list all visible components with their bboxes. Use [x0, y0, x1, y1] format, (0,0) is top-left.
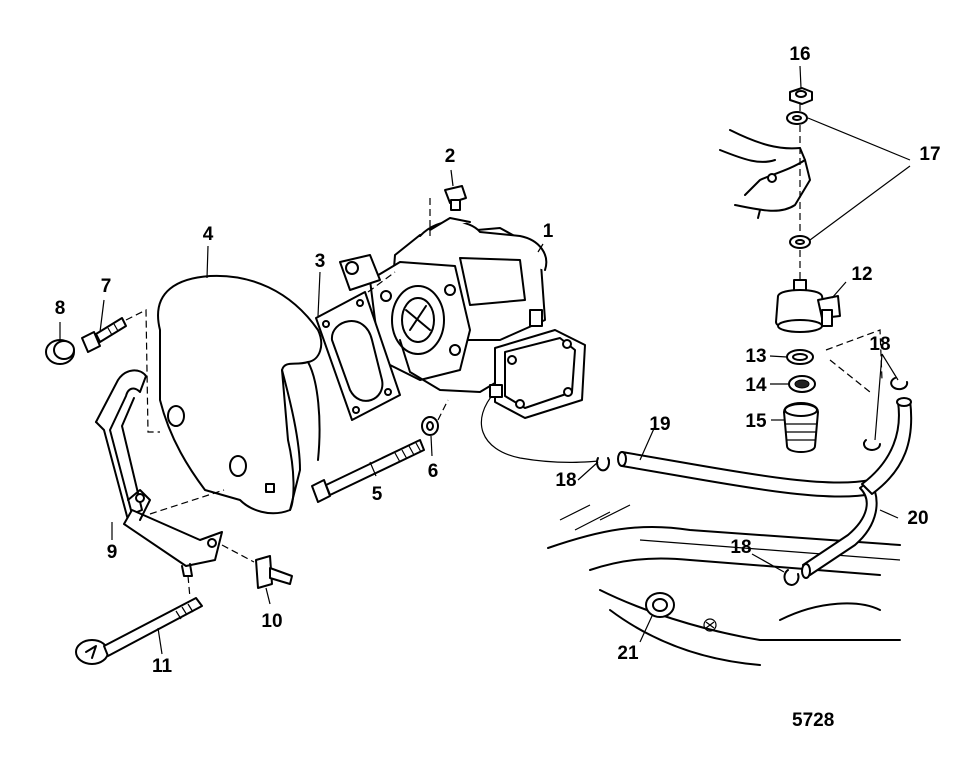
- carburetor-part-1: [339, 217, 548, 393]
- gasket-part-3: [315, 291, 401, 421]
- callout-12: 12: [851, 264, 872, 285]
- washer-part-17: [786, 111, 811, 249]
- screw-part-7: [81, 317, 127, 353]
- grommet-part-21: [645, 592, 717, 632]
- callout-11: 11: [152, 656, 173, 677]
- callout-21: 21: [617, 643, 639, 664]
- callout-17: 17: [919, 144, 940, 165]
- callout-1: 1: [543, 221, 554, 242]
- o-ring-part-13: [786, 349, 814, 365]
- callout-20: 20: [907, 508, 928, 529]
- nut-part-16: [789, 87, 813, 105]
- bolt-part-11: [75, 597, 203, 665]
- callout-labels: 1 2 3 4 5 6 7 8 9 10 11 12 13 14 15 16 1…: [55, 44, 941, 677]
- callout-18-filter-hose: 18: [869, 334, 890, 355]
- callout-10: 10: [261, 611, 282, 632]
- pin-part-10: [255, 555, 293, 589]
- figure-number: 5728: [792, 710, 834, 731]
- fuel-pump: [489, 329, 586, 419]
- cap-part-8: [45, 339, 75, 365]
- seal-part-14: [788, 375, 816, 393]
- callout-8: 8: [55, 298, 66, 319]
- callout-4: 4: [203, 224, 214, 245]
- callout-16: 16: [789, 44, 810, 65]
- lower-cowl-outline: [547, 504, 901, 666]
- handle-bracket-part-9: [95, 369, 223, 577]
- callout-5: 5: [372, 484, 383, 505]
- callout-19: 19: [649, 414, 670, 435]
- assembly-line-3: [367, 271, 396, 293]
- washer-part-6: [421, 416, 439, 436]
- callout-6: 6: [428, 461, 439, 482]
- callout-18-pump-hose: 18: [555, 470, 576, 491]
- callout-2: 2: [445, 146, 456, 167]
- callout-14: 14: [745, 375, 767, 396]
- assembly-line-9: [149, 489, 255, 563]
- filter-bowl-part-15: [783, 402, 819, 453]
- fuel-hose-part-20: [801, 397, 913, 579]
- callout-9: 9: [107, 542, 118, 563]
- mounting-bracket: [719, 129, 811, 219]
- callout-18-lower-hose: 18: [730, 537, 751, 558]
- callout-3: 3: [315, 251, 326, 272]
- fuel-filter-part-12: [775, 279, 841, 333]
- bolt-part-5: [311, 439, 425, 503]
- leader-lines: [59, 65, 911, 655]
- assembly-line-6: [437, 399, 449, 421]
- assembly-line-7: [125, 309, 160, 433]
- callout-15: 15: [745, 411, 767, 432]
- silencer-cover-part-4: [157, 274, 323, 515]
- hose-clamp-part-18: [596, 377, 909, 586]
- callout-7: 7: [101, 276, 112, 297]
- screw-part-2: [444, 185, 467, 211]
- assembly-line-11: [187, 575, 191, 599]
- callout-13: 13: [745, 346, 766, 367]
